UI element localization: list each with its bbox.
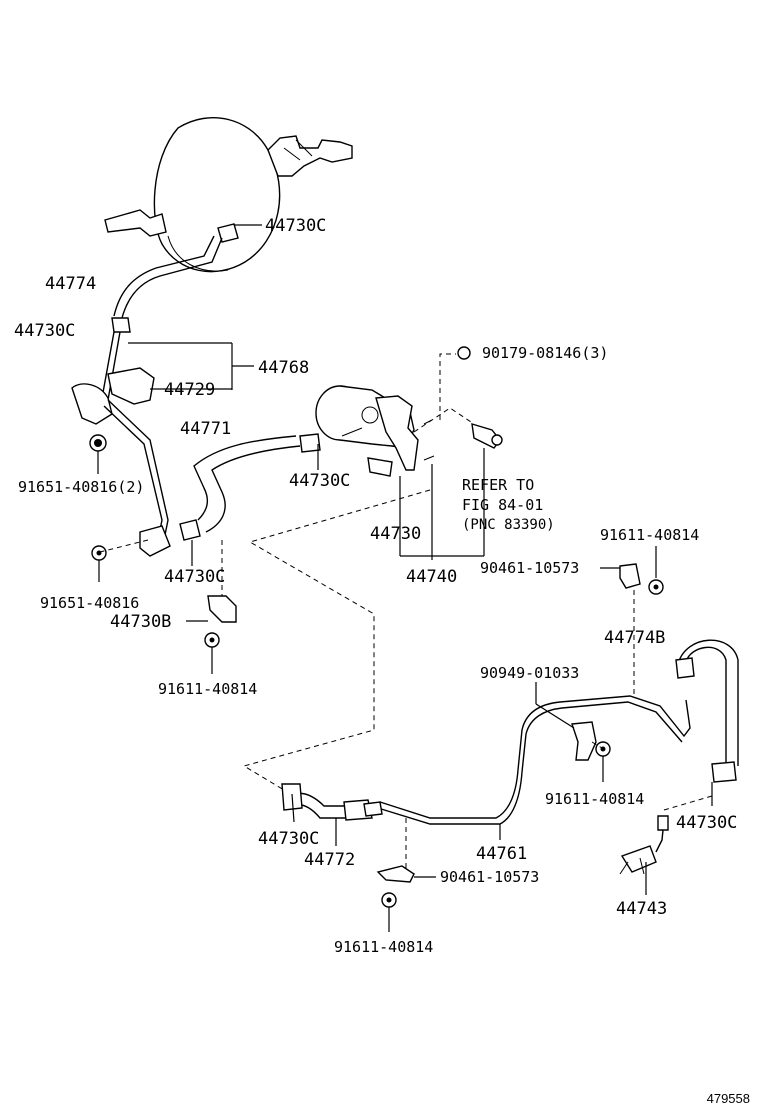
label-44730c-lower: 44730C	[164, 567, 225, 587]
label-91611-left: 91611-40814	[158, 680, 257, 698]
valve-44743	[619, 815, 669, 875]
label-90949: 90949-01033	[480, 664, 579, 682]
leader-lines	[97, 224, 713, 932]
label-44771: 44771	[180, 419, 231, 439]
label-refer-3: (PNC 83390)	[462, 517, 555, 533]
pipe-44761	[377, 695, 691, 825]
nut-90179	[457, 346, 471, 360]
canister	[315, 385, 435, 477]
label-44774b: 44774B	[604, 628, 665, 648]
label-44730c-left: 44730C	[14, 321, 75, 341]
hose-44772	[281, 783, 383, 821]
label-44740: 44740	[406, 567, 457, 587]
label-44772: 44772	[304, 850, 355, 870]
bracket-44729	[107, 367, 155, 405]
label-91611-mid: 91611-40814	[545, 790, 644, 808]
label-44730c-mid: 44730C	[289, 471, 350, 491]
clamp-44730b	[207, 595, 237, 623]
tube-left-run	[103, 399, 171, 557]
label-44774: 44774	[45, 274, 96, 294]
bracket-90949	[571, 721, 597, 761]
clamp-90461-bottom	[376, 865, 415, 883]
label-44730: 44730	[370, 524, 421, 544]
label-90461-right: 90461-10573	[480, 559, 579, 577]
label-44730c-top: 44730C	[265, 216, 326, 236]
label-91611-right: 91611-40814	[600, 526, 699, 544]
label-90179: 90179-08146(3)	[482, 344, 608, 362]
label-44743: 44743	[616, 899, 667, 919]
hose-44771	[179, 433, 321, 541]
part-labels: 44730C 44774 44730C 44768 44729 90179-08…	[14, 216, 737, 956]
label-44729: 44729	[164, 380, 215, 400]
label-44730c-bottom: 44730C	[258, 829, 319, 849]
label-91611-bottom: 91611-40814	[334, 938, 433, 956]
clip-44730c-top	[217, 223, 239, 243]
label-91651-2: 91651-40816(2)	[18, 478, 144, 496]
bolt-markers	[91, 545, 664, 908]
brake-booster	[104, 116, 353, 273]
label-91651: 91651-40816	[40, 594, 139, 612]
label-44730c-right: 44730C	[676, 813, 737, 833]
clamp-90461-right	[619, 563, 641, 589]
label-90461-bottom: 90461-10573	[440, 868, 539, 886]
label-refer-1: REFER TO	[462, 476, 534, 494]
switch-refer	[471, 423, 503, 449]
hose-44774b	[675, 639, 739, 783]
label-44761: 44761	[476, 844, 527, 864]
label-refer-2: FIG 84-01	[462, 496, 543, 514]
label-44730b: 44730B	[110, 612, 171, 632]
bracket-left	[71, 383, 113, 425]
grommet-91651-top	[89, 434, 107, 452]
dashed-lines	[99, 353, 713, 868]
diagram-id: 479558	[706, 1091, 750, 1106]
label-44768: 44768	[258, 358, 309, 378]
hose-44774	[101, 235, 223, 401]
